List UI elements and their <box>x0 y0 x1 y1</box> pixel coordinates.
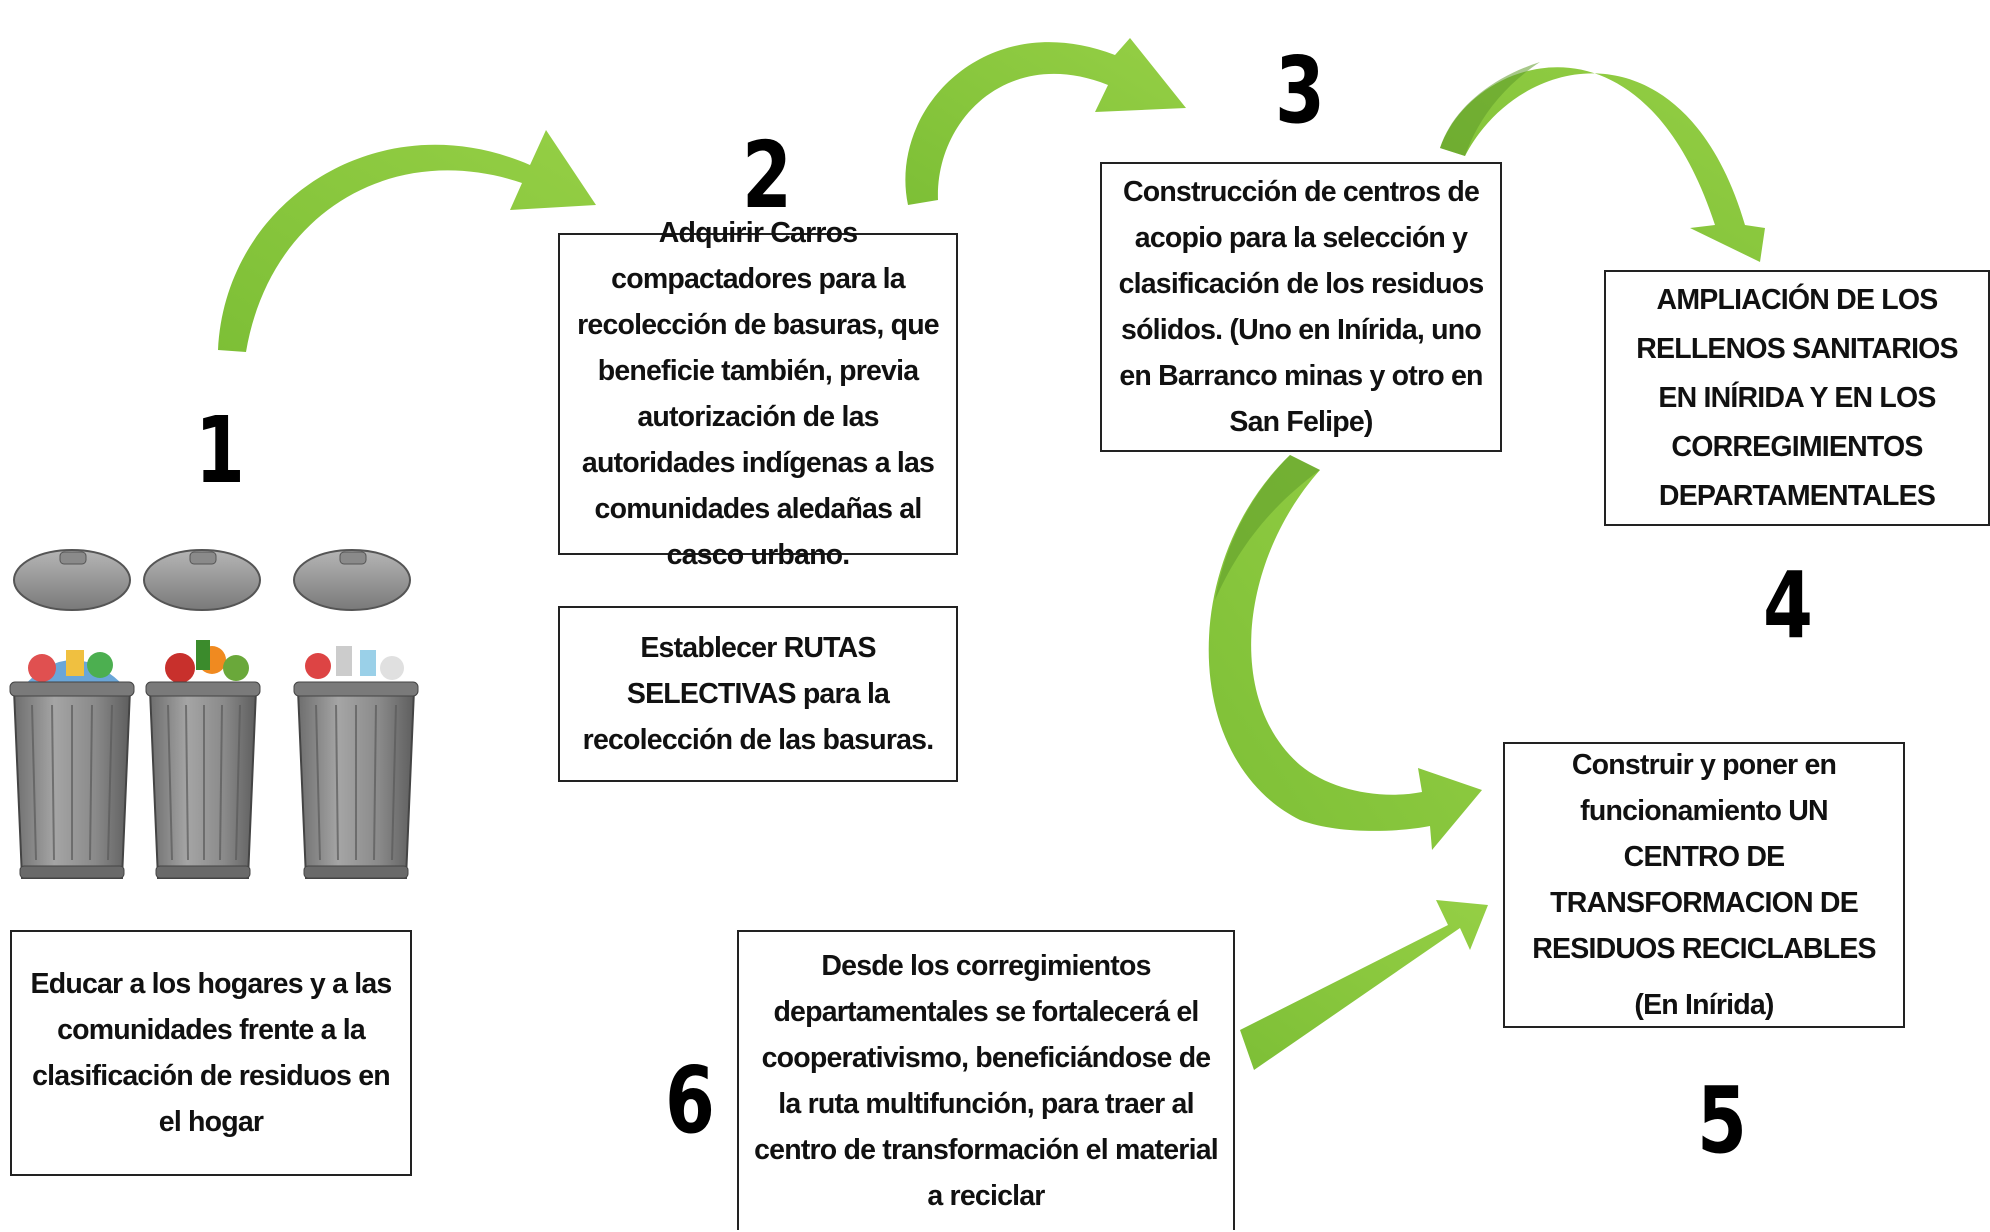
step-2-number: 2 <box>742 122 792 229</box>
step-2-box: Adquirir Carros compactadores para la re… <box>558 217 958 571</box>
step-3-box: Construcción de centros de acopio para l… <box>1100 162 1502 452</box>
step-2-secondary-text: Establecer RUTAS SELECTIVAS para la reco… <box>582 632 934 756</box>
arrow-2-to-3-icon <box>905 38 1186 205</box>
step-1-text: Educar a los hogares y a las comunidades… <box>30 968 393 1138</box>
step-6-text: Desde los corregimientos departamentales… <box>754 950 1219 1212</box>
step-5-number: 5 <box>1697 1067 1747 1174</box>
step-5-text: Construir y poner en funcionamiento UN C… <box>1532 749 1876 965</box>
arrow-3-to-4-icon <box>1440 67 1765 262</box>
arrow-3-to-5-shade-icon <box>1215 455 1320 600</box>
arrow-1-to-2-icon <box>218 130 596 352</box>
step-4-text: AMPLIACIÓN DE LOS RELLENOS SANITARIOS EN… <box>1636 283 1958 512</box>
arrow-3-to-4-shade-icon <box>1440 62 1540 156</box>
step-4-number: 4 <box>1763 552 1813 659</box>
step-6-number: 6 <box>665 1047 715 1154</box>
arrow-6-to-5-icon <box>1240 900 1488 1070</box>
step-3-text: Construcción de centros de acopio para l… <box>1118 176 1485 438</box>
step-5-note: (En Inírida) <box>1634 989 1774 1021</box>
step-4-box: AMPLIACIÓN DE LOS RELLENOS SANITARIOS EN… <box>1604 270 1990 526</box>
step-1-box: Educar a los hogares y a las comunidades… <box>10 930 412 1176</box>
step-5-box: Construir y poner en funcionamiento UN C… <box>1503 742 1905 1028</box>
step-1-number: 1 <box>195 397 245 504</box>
step-2-text: Adquirir Carros compactadores para la re… <box>577 217 940 571</box>
step-2-secondary-box: Establecer RUTAS SELECTIVAS para la reco… <box>558 606 958 782</box>
trash-cans-illustration <box>9 549 419 879</box>
arrow-3-to-5-icon <box>1208 455 1482 850</box>
step-6-box: Desde los corregimientos departamentales… <box>737 930 1235 1230</box>
step-3-number: 3 <box>1275 37 1325 144</box>
